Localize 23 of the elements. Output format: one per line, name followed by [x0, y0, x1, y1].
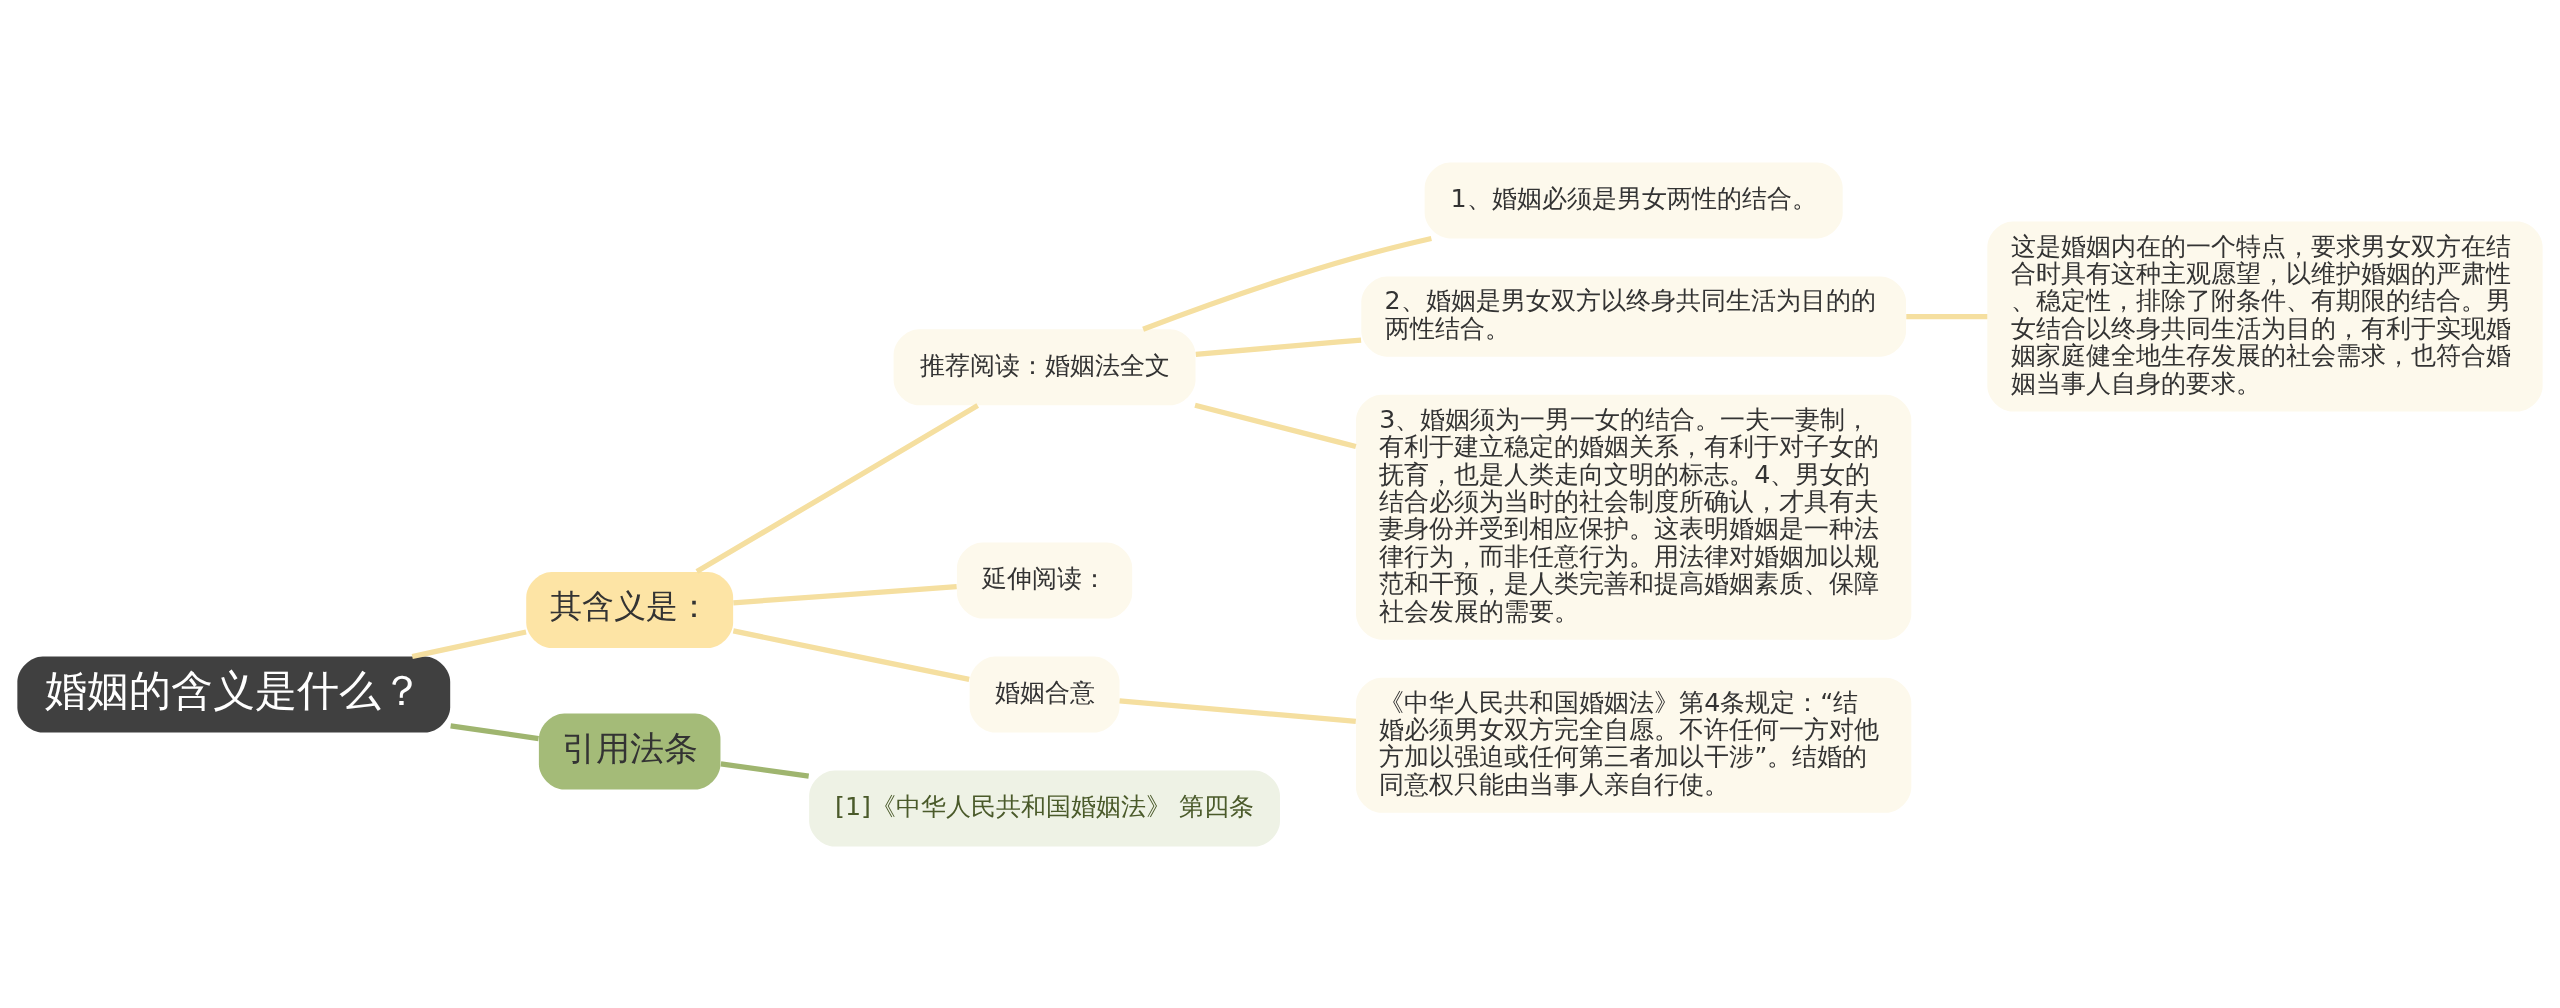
node-box: 引用法条 — [538, 713, 721, 790]
node-box: 婚姻合意 — [969, 656, 1120, 733]
connector — [732, 627, 970, 682]
connector — [695, 402, 980, 574]
node-box: 2、婚姻是男女双方以终身共同生活为目的的两性结合。 — [1361, 275, 1907, 357]
connector — [1195, 336, 1362, 357]
node-box: [1]《中华人民共和国婚姻法》 第四条 — [809, 770, 1280, 847]
connector — [1906, 313, 1988, 319]
connector — [1119, 697, 1357, 724]
node-box: 其含义是： — [526, 571, 734, 648]
node-box: 婚姻的含义是什么？ — [17, 656, 451, 733]
connector — [1142, 235, 1432, 332]
connector — [720, 760, 810, 779]
node-box: 这是婚姻内在的一个特点，要求男女双方在结合时具有这种主观愿望，以维护婚姻的严肃性、稳定性，排除了附条件、有期限的结合。男女结合以终身共同生活为目的，有利于实现婚姻家庭健全地生存发展的社会需求，也符合婚姻当事人自身的要求。 — [1987, 221, 2543, 412]
node-box: 延伸阅读： — [956, 542, 1133, 618]
node-box: 1、婚姻必须是男女两性的结合。 — [1424, 161, 1843, 238]
connector — [733, 583, 957, 605]
node-box: 《中华人民共和国婚姻法》第4条规定：“结婚必须男女双方完全自愿。不许任何一方对他方加以强迫或任何第三者加以干涉”。结婚的同意权只能由当事人亲自行使。 — [1356, 677, 1912, 813]
node-box: 推荐阅读：婚姻法全文 — [893, 328, 1196, 405]
connector — [1194, 402, 1357, 449]
connector — [411, 628, 527, 659]
node-box: 3、婚姻须为一男一女的结合。一夫一妻制，有利于建立稳定的婚姻关系，有利于对子女的抚育，也是人类走向文明的标志。4、男女的结合必须为当时的社会制度所确认，才具有夫妻身份并受到相应保护。这表明婚姻是一种法律行为，而非任意行为。用法律对婚姻加以规范和干预，是人类完善和提高婚姻素质、保障社会发展的需要。 — [1356, 394, 1912, 640]
connector — [450, 722, 539, 741]
